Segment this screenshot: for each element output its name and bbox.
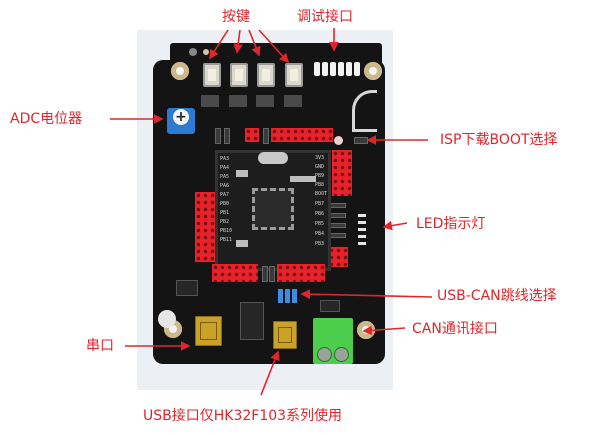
- debug-pin: [314, 62, 320, 76]
- screw-terminal: [317, 347, 332, 362]
- label-isp-boot: ISP下载BOOT选择: [440, 132, 558, 148]
- silk-label: PB9: [315, 173, 325, 179]
- pin-header-bottom-right: [277, 264, 325, 282]
- push-button-4[interactable]: [285, 63, 303, 87]
- silk-label: PB5: [315, 221, 325, 227]
- silk-label: PB0: [220, 201, 230, 207]
- silk-label: PB2: [220, 219, 230, 225]
- debug-pin: [338, 62, 344, 76]
- crystal-oscillator: [258, 152, 288, 164]
- silk-label: PB7: [315, 201, 325, 207]
- jumper: [262, 266, 268, 282]
- silk-label: PA4: [220, 165, 230, 171]
- push-button-3[interactable]: [257, 63, 275, 87]
- jumper: [269, 266, 275, 282]
- led-indicator: [358, 228, 366, 231]
- jumper: [224, 128, 230, 144]
- serial-usb-port[interactable]: [195, 316, 222, 346]
- silk-label: PA3: [220, 156, 230, 162]
- silk-label: PB4: [315, 231, 325, 237]
- silk-label: PB1: [220, 210, 230, 216]
- debug-pin: [322, 62, 328, 76]
- silk-label: PA6: [220, 183, 230, 189]
- regulator: [176, 280, 198, 296]
- jumper: [330, 213, 346, 218]
- tab-hole: [189, 48, 197, 56]
- pin-header-bottom-left: [212, 264, 258, 282]
- smd-component: [284, 95, 302, 107]
- component: [290, 176, 316, 182]
- brand-logo-icon: [352, 90, 377, 132]
- pin-header-right: [332, 150, 352, 196]
- debug-pin: [346, 62, 352, 76]
- led-indicator: [358, 242, 366, 245]
- ic-chip: [240, 302, 264, 340]
- smd-component: [229, 95, 247, 107]
- push-button-2[interactable]: [230, 63, 248, 87]
- isp-boot-jumper[interactable]: [354, 137, 368, 144]
- label-led: LED指示灯: [416, 216, 486, 232]
- smd-component: [256, 95, 274, 107]
- label-adc-potentiometer: ADC电位器: [10, 111, 83, 127]
- usb-can-jumper[interactable]: [292, 289, 297, 303]
- jumper: [215, 128, 221, 144]
- mcu-chip: [252, 188, 294, 230]
- silk-label: 3V3: [315, 155, 325, 161]
- jumper: [330, 233, 346, 238]
- pin-header-right-lower: [328, 247, 348, 267]
- label-debug-port: 调试接口: [297, 9, 353, 25]
- usb-can-jumper[interactable]: [285, 289, 290, 303]
- usb-can-jumper[interactable]: [278, 289, 283, 303]
- pin-header: [271, 128, 333, 142]
- pin-header: [245, 128, 259, 142]
- silk-label: PB11: [220, 237, 233, 243]
- usb-port[interactable]: [273, 321, 297, 349]
- mounting-hole-bottom-right: [357, 321, 375, 339]
- jumper: [330, 223, 346, 228]
- silk-label: BOOT: [315, 191, 328, 197]
- led-indicator: [358, 221, 366, 224]
- pin-header-left: [195, 192, 215, 262]
- tab-pad: [203, 49, 209, 55]
- label-usb-can-jumper: USB-CAN跳线选择: [437, 288, 557, 304]
- mounting-hole-top-right: [364, 62, 382, 80]
- led-indicator: [358, 214, 366, 217]
- isp-boot-pad: [334, 136, 343, 145]
- mounting-hole-top-left: [171, 62, 189, 80]
- label-usb-note: USB接口仅HK32F103系列使用: [143, 408, 343, 424]
- capacitor: [236, 170, 248, 177]
- screw-terminal: [334, 347, 349, 362]
- silk-label: GND: [315, 164, 325, 170]
- silk-label: PB10: [220, 228, 233, 234]
- capacitor: [236, 240, 248, 247]
- silk-label: PA5: [220, 174, 230, 180]
- debug-pin: [354, 62, 360, 76]
- jumper: [263, 128, 269, 144]
- ic-chip: [320, 300, 340, 312]
- label-buttons: 按键: [222, 9, 250, 25]
- label-serial: 串口: [86, 338, 114, 354]
- silk-label: PB3: [315, 241, 325, 247]
- silk-label: PB6: [315, 211, 325, 217]
- jumper: [330, 203, 346, 208]
- smd-component: [201, 95, 219, 107]
- debug-pin: [330, 62, 336, 76]
- silk-label: PB8: [315, 182, 325, 188]
- reset-button[interactable]: [158, 310, 176, 328]
- label-can-port: CAN通讯接口: [412, 321, 498, 337]
- silk-label: PA7: [220, 192, 230, 198]
- push-button-1[interactable]: [203, 63, 221, 87]
- led-indicator: [358, 235, 366, 238]
- adc-potentiometer[interactable]: [167, 108, 195, 134]
